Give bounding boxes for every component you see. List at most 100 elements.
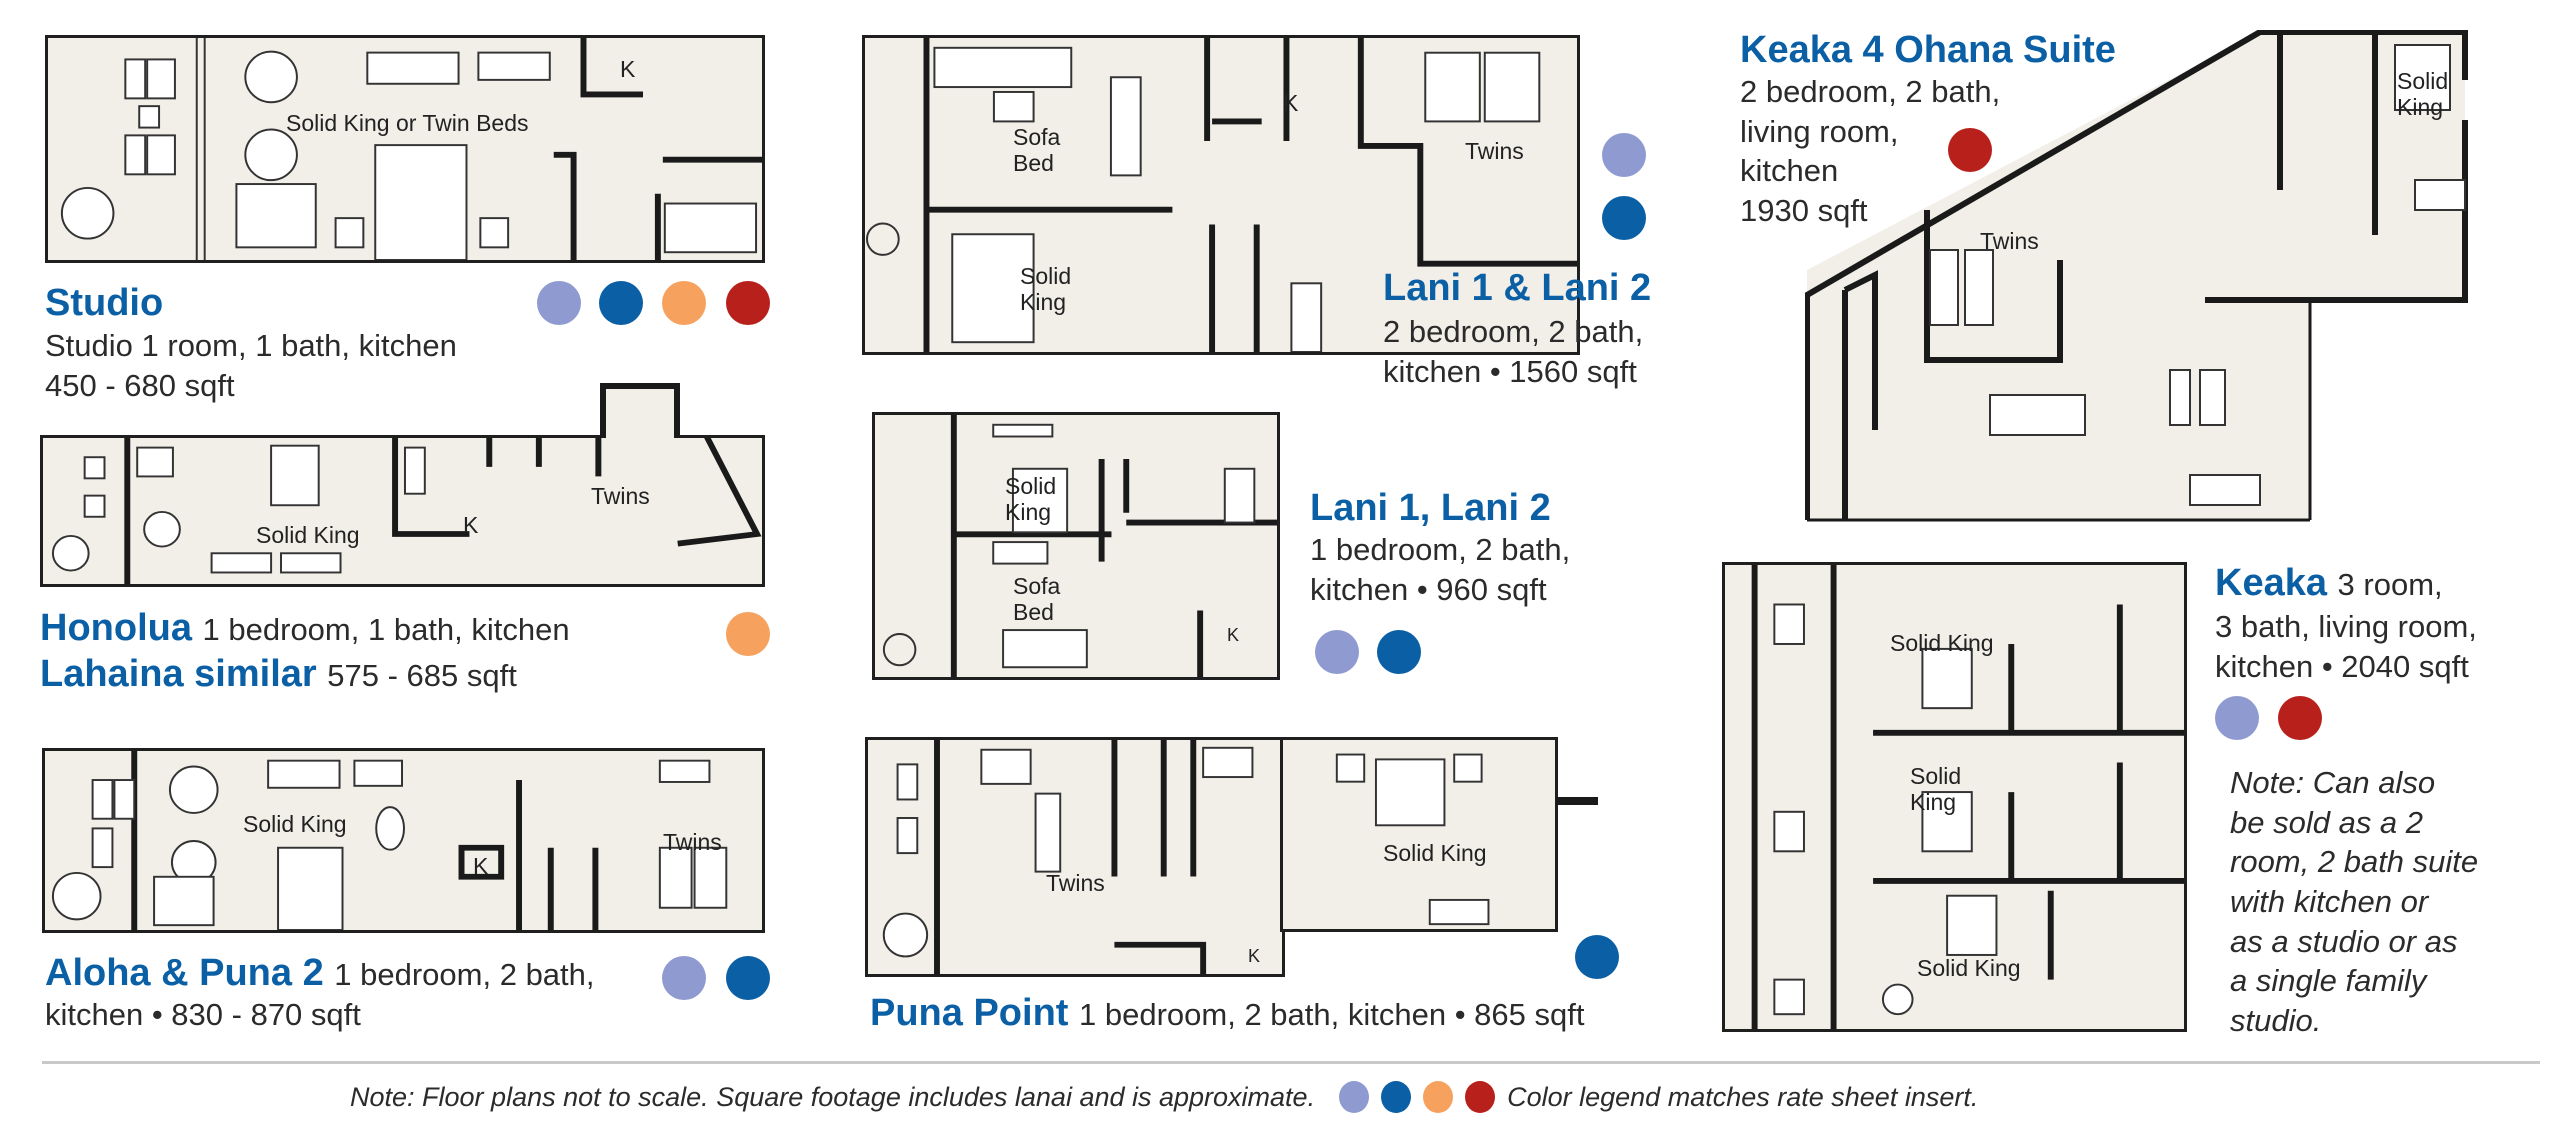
note-line: as a studio or as	[2230, 923, 2458, 959]
unit-name-honolua: Honolua	[40, 607, 192, 649]
note-line: be sold as a 2	[2230, 804, 2424, 840]
lani-2br-plan-drawing	[865, 38, 1577, 352]
aloha-plan-drawing	[51, 751, 728, 930]
unit-name-puna-point: Puna Point	[870, 992, 1069, 1034]
note-line: Note: Can also	[2230, 765, 2436, 800]
room-label-kitchen: K	[463, 512, 479, 538]
unit-desc-lani-1-and-2: 2 bedroom, 2 bath, kitchen • 1560 sqft	[1383, 312, 1643, 391]
rate-dot-blue	[1377, 630, 1421, 674]
unit-desc-lani-1-lani-2: 1 bedroom, 2 bath, kitchen • 960 sqft	[1310, 530, 1570, 609]
desc-line: 2 bedroom, 2 bath,	[1740, 74, 2001, 109]
room-label-kitchen: K	[620, 56, 636, 82]
room-label-solid-king: Solid King	[1005, 473, 1057, 525]
room-label-solid-king: Solid King	[1020, 263, 1072, 315]
unit-desc-keaka-4-ohana: 2 bedroom, 2 bath, living room, kitchen …	[1740, 72, 2000, 231]
unit-title-keaka-4-ohana: Keaka 4 Ohana Suite	[1740, 29, 2116, 71]
unit-title-lani-1-and-2: Lani 1 & Lani 2	[1383, 267, 1652, 309]
unit-title-puna-point: Puna Point 1 bedroom, 2 bath, kitchen • …	[870, 992, 1585, 1035]
unit-title-aloha-puna-2: Aloha & Puna 2 1 bedroom, 2 bath,	[45, 952, 595, 995]
unit-title-honolua: Honolua 1 bedroom, 1 bath, kitchen	[40, 607, 570, 650]
unit-desc-puna-point: 1 bedroom, 2 bath, kitchen • 865 sqft	[1079, 997, 1585, 1032]
rate-dot-lavender	[662, 956, 706, 1000]
room-label-twins: Twins	[591, 483, 650, 509]
unit-name-aloha-puna-2: Aloha & Puna 2	[45, 952, 324, 994]
note-line: with kitchen or	[2230, 884, 2429, 920]
room-label-solid-king: Solid King	[2397, 68, 2449, 120]
room-label-kitchen: K	[1248, 946, 1261, 966]
desc-line: 1 bedroom, 2 bath,	[1310, 532, 1571, 567]
honolua-floor-plan: Solid King Twins K	[40, 435, 765, 587]
room-label-sofa-bed: Sofa Bed	[1013, 573, 1061, 625]
rate-dot-blue	[1575, 935, 1619, 979]
unit-name-keaka: Keaka	[2215, 562, 2327, 604]
unit-desc-keaka: 3 bath, living room, kitchen • 2040 sqft	[2215, 607, 2477, 686]
desc-line: kitchen • 1560 sqft	[1383, 353, 1637, 389]
desc-line: living room,	[1740, 113, 1899, 149]
unit-title-lahaina: Lahaina similar 575 - 685 sqft	[40, 653, 517, 696]
studio-plan-drawing	[60, 38, 762, 260]
rate-dot-lavender	[537, 281, 581, 325]
room-label-solid-king: Solid King	[1890, 630, 1994, 656]
unit-desc-keaka-inline: 3 room,	[2337, 567, 2443, 602]
room-label-twins: Twins	[1980, 228, 2039, 254]
desc-line: Studio 1 room, 1 bath, kitchen	[45, 328, 457, 363]
puna-point-floor-plan: Twins K	[865, 737, 1285, 977]
room-label-solid-king: Solid King	[1910, 763, 1962, 815]
keaka-note: Note: Can also be sold as a 2 room, 2 ba…	[2230, 763, 2478, 1041]
keaka-4-plan-drawing	[1804, 29, 2468, 522]
puna-point-wall-stub	[1556, 797, 1598, 805]
unit-desc-lahaina: 575 - 685 sqft	[327, 658, 517, 693]
note-line: studio.	[2230, 1003, 2322, 1039]
lani-1-lani-2-floor-plan: Solid King Sofa Bed K	[872, 412, 1280, 680]
keaka-floor-plan: Solid King Solid King Solid King	[1722, 562, 2187, 1032]
puna-point-bedroom-plan: Solid King	[1280, 737, 1558, 932]
unit-desc-aloha: kitchen • 830 - 870 sqft	[45, 997, 361, 1032]
footer-note: Note: Floor plans not to scale. Square f…	[350, 1081, 1978, 1113]
unit-desc-studio: Studio 1 room, 1 bath, kitchen 450 - 680…	[45, 326, 457, 405]
room-label-solid-king-or-twin: Solid King or Twin Beds	[286, 110, 529, 136]
desc-line: 2 bedroom, 2 bath,	[1383, 314, 1644, 349]
room-label-solid-king: Solid King	[256, 522, 360, 548]
rate-dot-red	[1948, 128, 1992, 172]
rate-dot-red	[726, 281, 770, 325]
room-label-solid-king: Solid King	[1917, 955, 2021, 981]
puna-point-bedroom-drawing	[1335, 753, 1490, 926]
lani-1-and-2-floor-plan: Sofa Bed Solid King Twins K	[862, 35, 1580, 355]
room-label-kitchen: K	[473, 853, 489, 879]
room-label-twins: Twins	[1046, 870, 1105, 896]
desc-line: kitchen	[1740, 153, 1839, 189]
legend-dot-blue	[1381, 1081, 1412, 1113]
unit-title-keaka: Keaka 3 room,	[2215, 562, 2443, 605]
desc-line: kitchen • 960 sqft	[1310, 571, 1547, 607]
aloha-puna-2-floor-plan: Solid King Twins K	[42, 748, 765, 933]
keaka-4-ohana-floor-plan: Twins Solid King	[1804, 29, 2470, 522]
unit-title-lani-1-lani-2: Lani 1, Lani 2	[1310, 487, 1551, 529]
unit-name-lahaina: Lahaina similar	[40, 653, 317, 695]
note-line: room, 2 bath suite	[2230, 844, 2479, 880]
keaka-plan-drawing	[1751, 565, 2184, 1029]
rate-dot-blue	[1602, 196, 1646, 240]
room-label-solid-king: Solid King	[1383, 840, 1487, 866]
rate-dot-red	[2278, 696, 2322, 740]
desc-line: 3 bath, living room,	[2215, 609, 2477, 644]
note-line: a single family	[2230, 963, 2427, 999]
unit-title-studio: Studio	[45, 282, 164, 324]
footer-legend-text: Color legend matches rate sheet insert.	[1507, 1081, 1979, 1112]
footer-divider	[42, 1061, 2540, 1064]
honolua-notch	[600, 383, 680, 438]
lani-1br-plan-drawing	[882, 415, 1277, 677]
room-label-sofa-bed: Sofa Bed	[1013, 124, 1061, 176]
desc-line: 450 - 680 sqft	[45, 367, 235, 403]
unit-desc-honolua: 1 bedroom, 1 bath, kitchen	[202, 612, 570, 647]
rate-dot-lavender	[1315, 630, 1359, 674]
rate-dot-orange	[726, 612, 770, 656]
studio-floor-plan: Solid King or Twin Beds K	[45, 35, 765, 263]
room-label-kitchen: K	[1227, 625, 1240, 645]
desc-line: kitchen • 2040 sqft	[2215, 648, 2469, 684]
room-label-twins: Twins	[663, 829, 722, 855]
rate-dot-blue	[726, 956, 770, 1000]
rate-dot-lavender	[2215, 696, 2259, 740]
legend-dot-lavender	[1339, 1081, 1370, 1113]
legend-dot-orange	[1423, 1081, 1454, 1113]
desc-line: 1930 sqft	[1740, 193, 1868, 229]
